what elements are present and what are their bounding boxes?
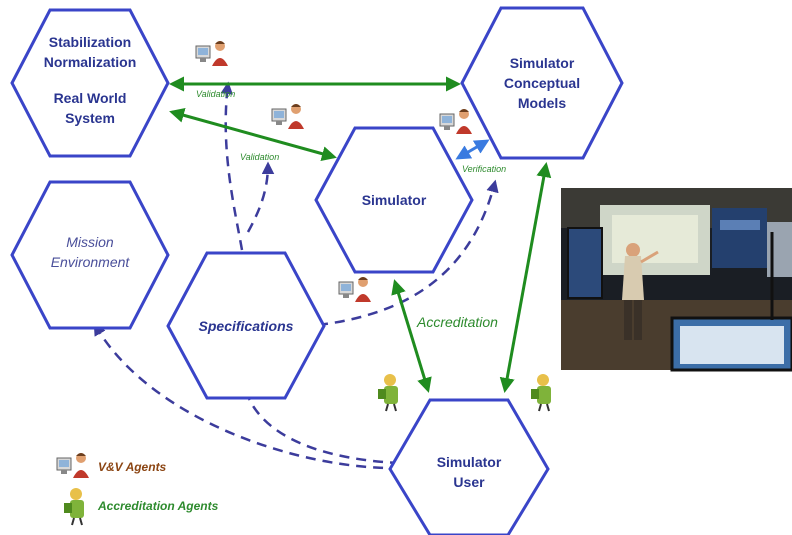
- vv-agent-icon: [338, 277, 371, 302]
- dashed-arrow-specs-to-realworld-validation: [220, 81, 244, 251]
- legend-vv-agent-icon: [56, 453, 89, 478]
- node-mission-line2: Environment: [51, 254, 131, 270]
- hex-simulator: [314, 126, 474, 274]
- legend-accreditation-label: Accreditation Agents: [97, 499, 219, 513]
- hex-simulator-user: [388, 398, 550, 535]
- arrow-conceptual-user: [499, 162, 552, 393]
- node-conceptual-line1: Simulator: [510, 55, 575, 71]
- edge-label-accreditation: Accreditation: [416, 314, 498, 330]
- dashed-arrow-user-to-specifications: [241, 385, 401, 465]
- legend: V&V Agents Accreditation Agents: [56, 453, 219, 526]
- node-user-line1: Simulator: [437, 454, 502, 470]
- dashed-arrow-user-to-mission: [93, 322, 401, 470]
- arrow-verification: [455, 139, 490, 160]
- presenter-photo: [561, 188, 792, 372]
- dashed-arrow-specs-to-verification: [317, 179, 499, 327]
- node-simulator-label: Simulator: [362, 192, 427, 208]
- node-realworld-line4: System: [65, 110, 115, 126]
- hex-mission-environment: [10, 180, 170, 330]
- accreditation-agent-icon: [378, 374, 398, 412]
- edge-label-validation-mid: Validation: [240, 152, 279, 162]
- node-realworld-line3: Real World: [54, 90, 127, 106]
- arrow-simulator-user-accreditation: [391, 279, 432, 393]
- vv-agent-icon: [439, 109, 472, 134]
- node-specifications-label: Specifications: [199, 318, 294, 334]
- hex-simulator-conceptual-models: [460, 6, 624, 160]
- vv-agent-icon: [271, 104, 304, 129]
- legend-accreditation-agent-icon: [64, 488, 84, 526]
- accreditation-agent-icon: [531, 374, 551, 412]
- dashed-arrow-specs-to-validation-mid: [246, 161, 275, 233]
- hex-real-world-system: [10, 8, 170, 158]
- legend-vv-label: V&V Agents: [98, 460, 167, 474]
- node-realworld-line1: Stabilization: [49, 34, 131, 50]
- hex-specifications: [166, 251, 326, 400]
- node-realworld-line2: Normalization: [44, 54, 137, 70]
- edge-label-verification: Verification: [462, 164, 506, 174]
- node-conceptual-line2: Conceptual: [504, 75, 580, 91]
- edge-label-validation-top: Validation: [196, 89, 235, 99]
- node-user-line2: User: [453, 474, 485, 490]
- node-conceptual-line3: Models: [518, 95, 566, 111]
- node-mission-line1: Mission: [66, 234, 114, 250]
- vv-agent-icon: [195, 41, 228, 66]
- arrow-realworld-simulator: [169, 107, 337, 162]
